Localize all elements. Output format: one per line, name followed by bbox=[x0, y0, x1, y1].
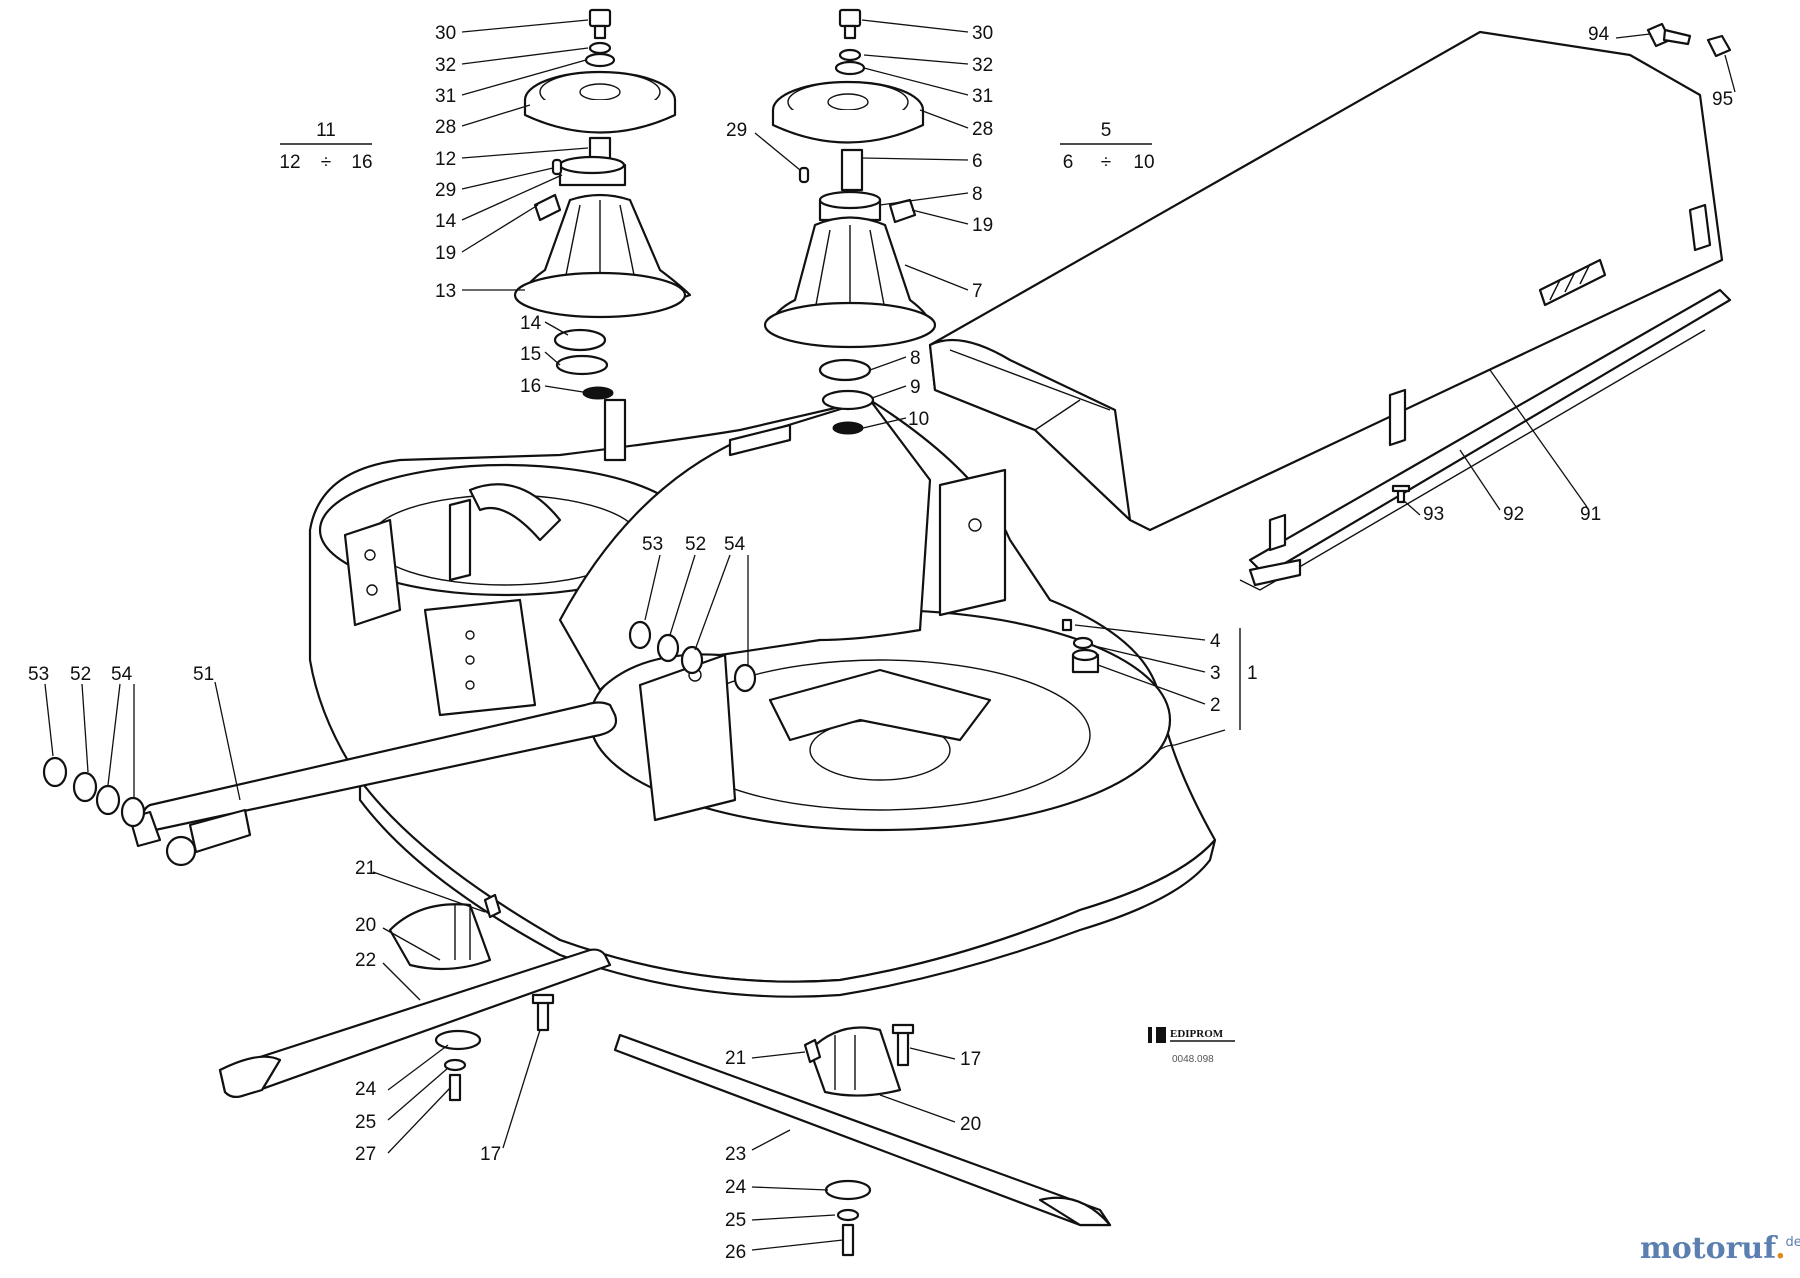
logo-name: EDIPROM bbox=[1170, 1028, 1224, 1040]
part-label-53: 53 bbox=[28, 664, 49, 685]
group-left-op: ÷ bbox=[321, 152, 331, 173]
part-label-8: 8 bbox=[972, 184, 983, 205]
part-label-3: 3 bbox=[1210, 663, 1221, 684]
part-label-24: 24 bbox=[725, 1177, 747, 1198]
leader-lines bbox=[44, 19, 1736, 1251]
drawing-code: 0048.098 bbox=[1172, 1054, 1214, 1065]
part-label-12: 12 bbox=[435, 149, 456, 170]
part-label-30: 30 bbox=[435, 23, 456, 44]
part-label-10: 10 bbox=[908, 409, 929, 430]
part-label-25: 25 bbox=[725, 1210, 746, 1231]
part-label-19: 19 bbox=[972, 215, 993, 236]
part-label-32: 32 bbox=[972, 55, 993, 76]
part-label-9: 9 bbox=[910, 377, 921, 398]
part-label-15: 15 bbox=[520, 344, 541, 365]
part-label-21: 21 bbox=[355, 858, 376, 879]
part-label-29: 29 bbox=[435, 180, 456, 201]
ediprom-logo: EDIPROM 0048.098 bbox=[1148, 1027, 1235, 1065]
part-label-51: 51 bbox=[193, 664, 214, 685]
part-label-52: 52 bbox=[70, 664, 91, 685]
group-left-to: 16 bbox=[351, 152, 372, 173]
part-label-54: 54 bbox=[111, 664, 133, 685]
watermark-brand: motoruf bbox=[1640, 1231, 1778, 1266]
part-label-23: 23 bbox=[725, 1144, 746, 1165]
part-label-2: 2 bbox=[1210, 695, 1221, 716]
discharge-chute-cover bbox=[928, 30, 1732, 591]
part-label-94: 94 bbox=[1588, 24, 1610, 45]
watermark-dot: . bbox=[1775, 1231, 1785, 1266]
part-label-21: 21 bbox=[725, 1048, 746, 1069]
screw-93-drawing bbox=[1391, 484, 1411, 504]
part-label-30: 30 bbox=[972, 23, 993, 44]
group-right-op: ÷ bbox=[1101, 152, 1111, 173]
svg-text:motoruf.de: motoruf.de bbox=[1640, 1231, 1800, 1266]
screw-94-drawing bbox=[1646, 22, 1692, 48]
part-label-19: 19 bbox=[435, 243, 456, 264]
right-spindle-assembly bbox=[763, 8, 937, 435]
part-label-17: 17 bbox=[480, 1144, 501, 1165]
group-right-to: 10 bbox=[1133, 152, 1154, 173]
part-label-14: 14 bbox=[435, 211, 457, 232]
part-label-29: 29 bbox=[726, 120, 747, 141]
group-right-from: 6 bbox=[1063, 152, 1074, 173]
part-labels: 30 32 31 28 12 29 14 19 13 14 15 16 11 1… bbox=[28, 23, 1733, 1263]
right-blade-assembly bbox=[613, 1023, 1112, 1257]
part-label-26: 26 bbox=[725, 1242, 746, 1263]
part-label-32: 32 bbox=[435, 55, 456, 76]
part-label-53: 53 bbox=[642, 534, 663, 555]
part-label-92: 92 bbox=[1503, 504, 1524, 525]
part-label-24: 24 bbox=[355, 1079, 377, 1100]
cutting-deck-housing bbox=[308, 398, 1217, 998]
part-label-20: 20 bbox=[355, 915, 376, 936]
part-label-8: 8 bbox=[910, 348, 921, 369]
part-label-28: 28 bbox=[435, 117, 456, 138]
watermark-tld: de bbox=[1786, 1235, 1800, 1250]
part-label-16: 16 bbox=[520, 376, 541, 397]
part-label-25: 25 bbox=[355, 1112, 376, 1133]
part-label-93: 93 bbox=[1423, 504, 1444, 525]
part-label-54: 54 bbox=[724, 534, 746, 555]
part-label-20: 20 bbox=[960, 1114, 981, 1135]
motoruf-watermark: motoruf.de bbox=[1640, 1231, 1800, 1266]
part-label-28: 28 bbox=[972, 119, 993, 140]
part-label-7: 7 bbox=[972, 281, 983, 302]
part-label-17: 17 bbox=[960, 1049, 981, 1070]
screw-washer-stack-1 bbox=[1061, 618, 1100, 674]
part-label-52: 52 bbox=[685, 534, 706, 555]
group-left-from: 12 bbox=[279, 152, 300, 173]
part-label-91: 91 bbox=[1580, 504, 1601, 525]
part-label-95: 95 bbox=[1712, 89, 1733, 110]
group-right-top: 5 bbox=[1101, 120, 1112, 141]
nut-washer-set-left bbox=[42, 756, 146, 828]
nut-washer-set-center bbox=[628, 620, 757, 693]
part-label-14: 14 bbox=[520, 313, 542, 334]
nut-95-drawing bbox=[1706, 34, 1732, 58]
group-left-top: 11 bbox=[316, 120, 336, 141]
left-blade-assembly bbox=[218, 893, 612, 1102]
part-label-31: 31 bbox=[435, 86, 456, 107]
part-label-1: 1 bbox=[1247, 663, 1258, 684]
part-label-4: 4 bbox=[1210, 631, 1221, 652]
part-label-27: 27 bbox=[355, 1144, 376, 1165]
part-label-6: 6 bbox=[972, 151, 983, 172]
part-label-22: 22 bbox=[355, 950, 376, 971]
left-spindle-assembly bbox=[513, 8, 692, 400]
part-label-31: 31 bbox=[972, 86, 993, 107]
part-label-13: 13 bbox=[435, 281, 456, 302]
